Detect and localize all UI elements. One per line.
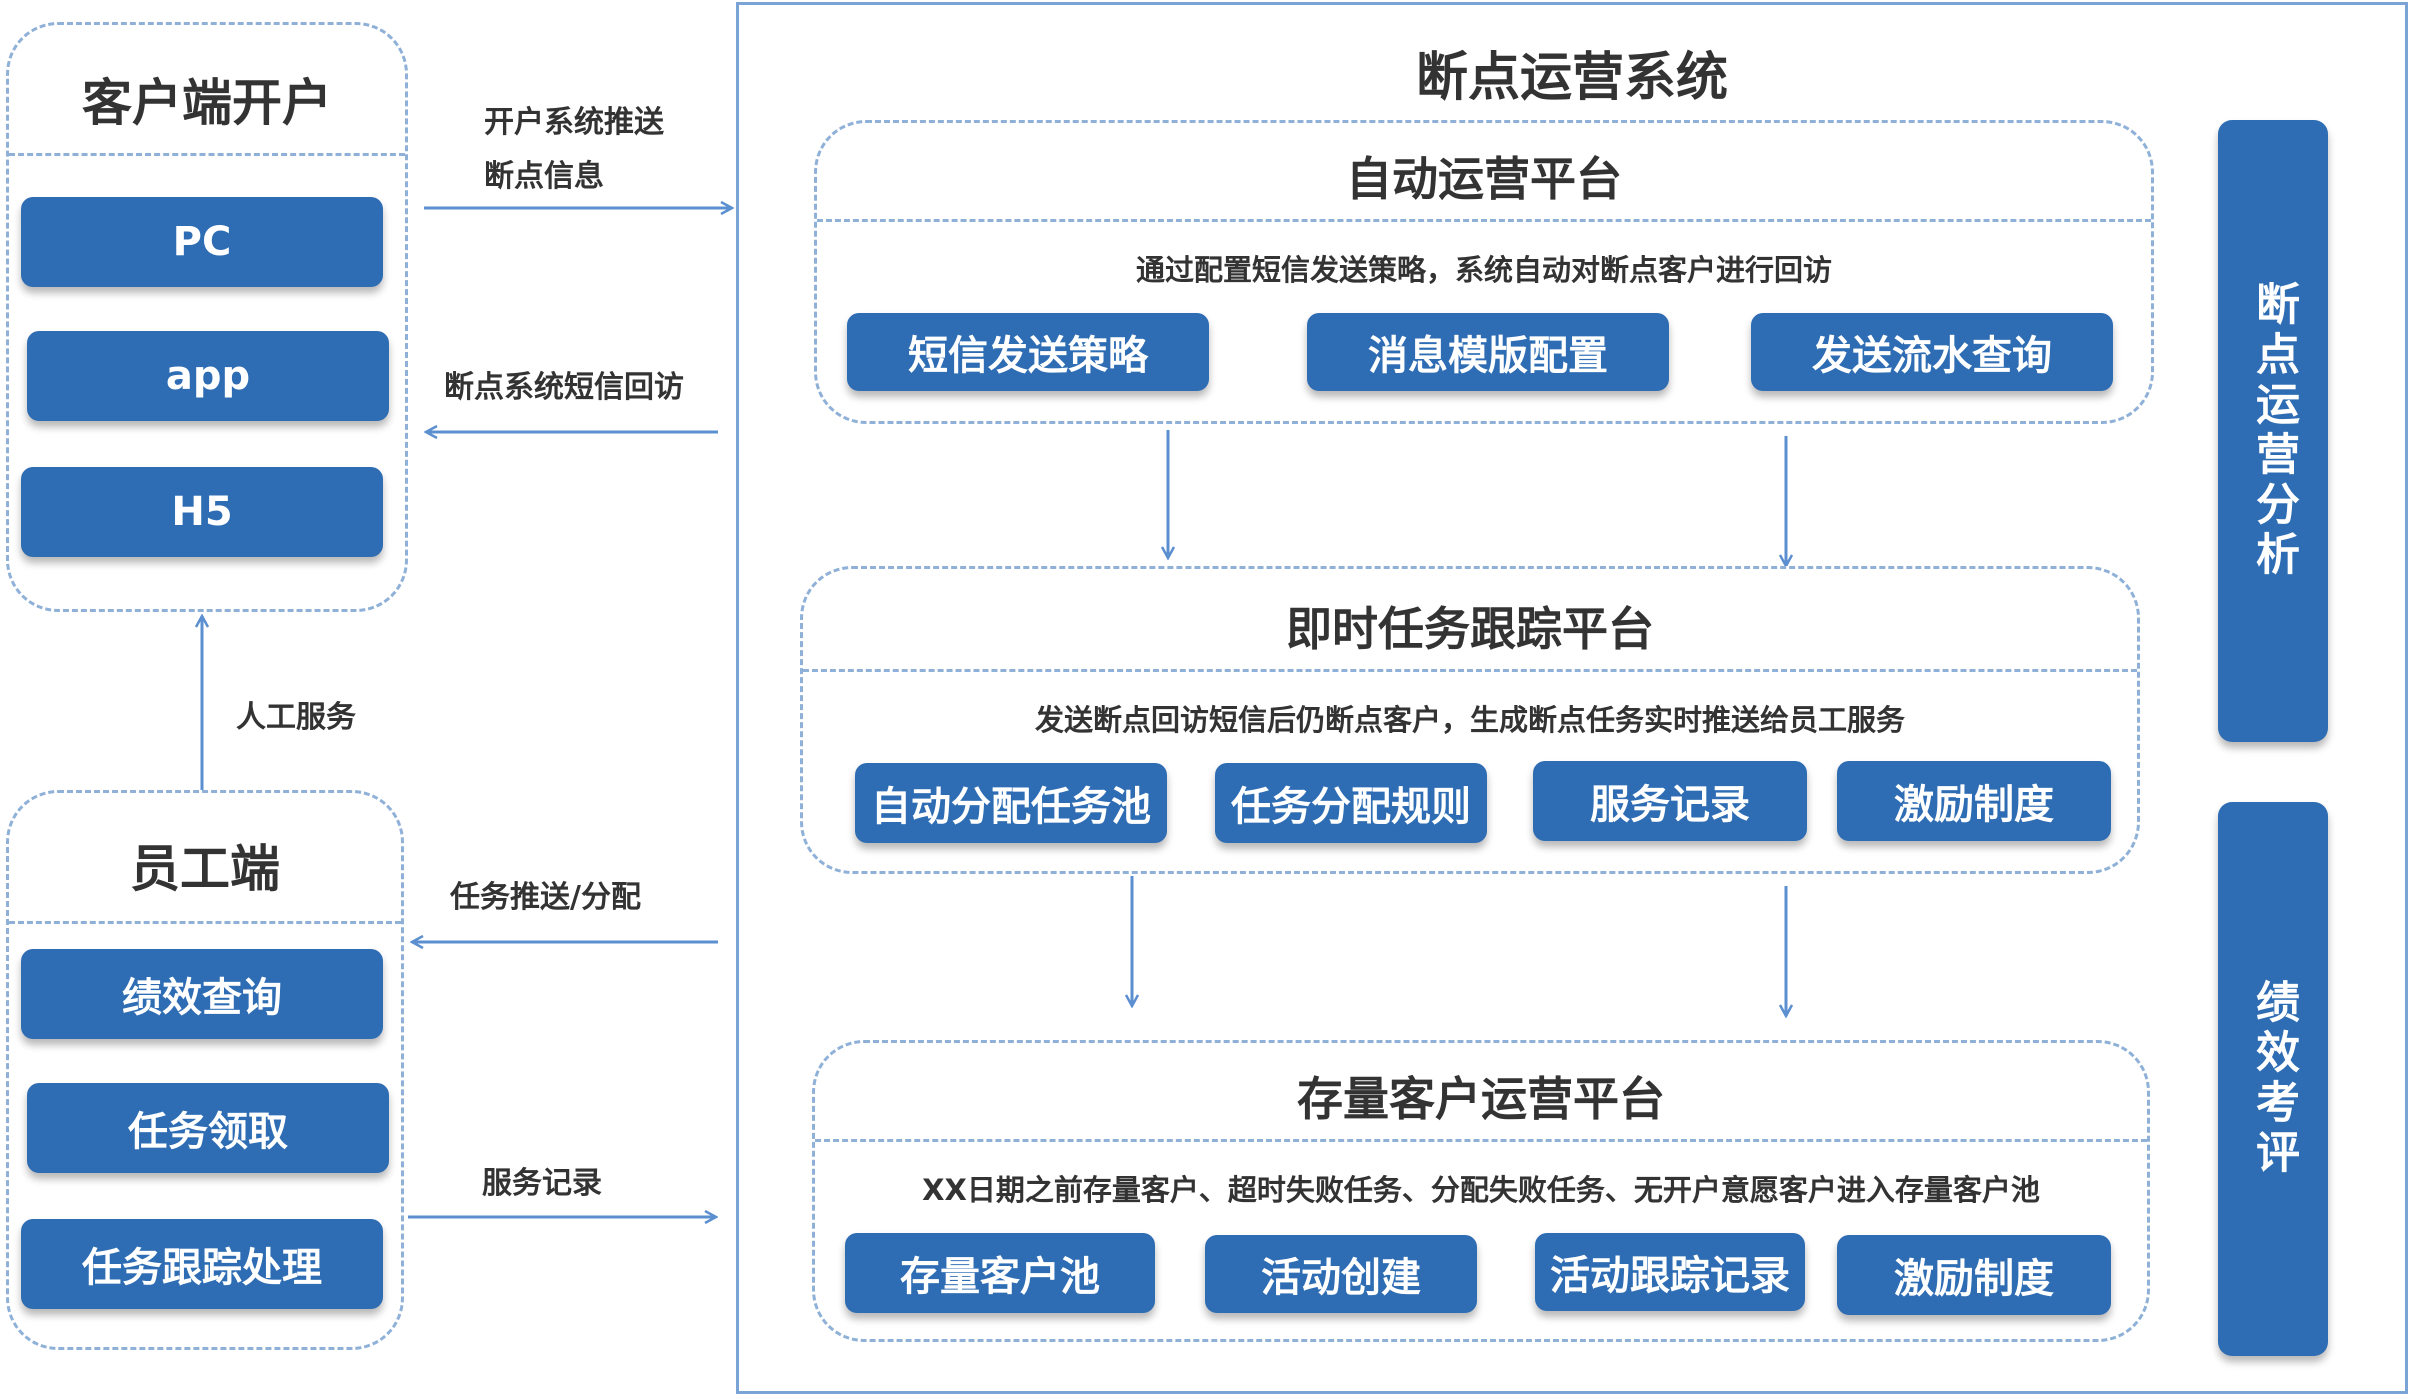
- stock-platform-divider: [815, 1139, 2147, 1142]
- staff-panel-divider: [9, 921, 401, 924]
- client-panel-title: 客户端开户: [82, 74, 332, 132]
- service-record-button[interactable]: 服务记录: [1533, 761, 1807, 841]
- manual-service-label: 人工服务: [236, 700, 356, 735]
- sms-followup-label: 断点系统短信回访: [444, 370, 684, 405]
- performance-review-text: 绩效考评: [2248, 979, 2299, 1179]
- message-template-button[interactable]: 消息模版配置: [1307, 313, 1669, 391]
- auto-platform-panel: 自动运营平台 通过配置短信发送策略，系统自动对断点客户进行回访 短信发送策略 消…: [814, 120, 2154, 424]
- auto-platform-desc: 通过配置短信发送策略，系统自动对断点客户进行回访: [1135, 253, 1832, 287]
- system-frame: 断点运营系统: [736, 2, 2408, 1394]
- auto-platform-divider: [817, 219, 2151, 222]
- task-push-label: 任务推送/分配: [450, 880, 641, 915]
- performance-query-button[interactable]: 绩效查询: [21, 949, 383, 1039]
- incentive-button-task[interactable]: 激励制度: [1837, 761, 2111, 841]
- auto-task-pool-button[interactable]: 自动分配任务池: [855, 763, 1167, 843]
- performance-review-bar[interactable]: 绩效考评: [2218, 802, 2328, 1356]
- staff-panel-title: 员工端: [130, 840, 280, 898]
- task-tracking-button[interactable]: 任务跟踪处理: [21, 1219, 383, 1309]
- breakpoint-analysis-text: 断点运营分析: [2248, 281, 2299, 581]
- stock-platform-desc: XX日期之前存量客户、超时失败任务、分配失败任务、无开户意愿客户进入存量客户池: [922, 1173, 2040, 1207]
- client-panel: 客户端开户 PC app H5: [6, 22, 408, 612]
- activity-tracking-button[interactable]: 活动跟踪记录: [1535, 1233, 1805, 1311]
- push-breakpoint-label: 开户系统推送 断点信息: [484, 105, 664, 194]
- send-log-query-button[interactable]: 发送流水查询: [1751, 313, 2113, 391]
- pc-button[interactable]: PC: [21, 197, 383, 287]
- auto-platform-title: 自动运营平台: [1346, 152, 1622, 206]
- activity-create-button[interactable]: 活动创建: [1205, 1235, 1477, 1313]
- client-panel-divider: [9, 153, 405, 156]
- task-claim-button[interactable]: 任务领取: [27, 1083, 389, 1173]
- h5-button[interactable]: H5: [21, 467, 383, 557]
- system-title: 断点运营系统: [1415, 48, 1728, 108]
- task-platform-panel: 即时任务跟踪平台 发送断点回访短信后仍断点客户，生成断点任务实时推送给员工服务 …: [800, 566, 2140, 874]
- task-rules-button[interactable]: 任务分配规则: [1215, 763, 1487, 843]
- task-platform-title: 即时任务跟踪平台: [1286, 602, 1654, 656]
- stock-customer-pool-button[interactable]: 存量客户池: [845, 1233, 1155, 1313]
- task-platform-divider: [803, 669, 2137, 672]
- staff-panel: 员工端 绩效查询 任务领取 任务跟踪处理: [6, 790, 404, 1350]
- service-record-label: 服务记录: [482, 1166, 602, 1201]
- app-button[interactable]: app: [27, 331, 389, 421]
- stock-platform-title: 存量客户运营平台: [1297, 1072, 1665, 1126]
- stock-platform-panel: 存量客户运营平台 XX日期之前存量客户、超时失败任务、分配失败任务、无开户意愿客…: [812, 1040, 2150, 1342]
- incentive-button-stock[interactable]: 激励制度: [1837, 1235, 2111, 1315]
- sms-strategy-button[interactable]: 短信发送策略: [847, 313, 1209, 391]
- breakpoint-analysis-bar[interactable]: 断点运营分析: [2218, 120, 2328, 742]
- task-platform-desc: 发送断点回访短信后仍断点客户，生成断点任务实时推送给员工服务: [1034, 703, 1905, 737]
